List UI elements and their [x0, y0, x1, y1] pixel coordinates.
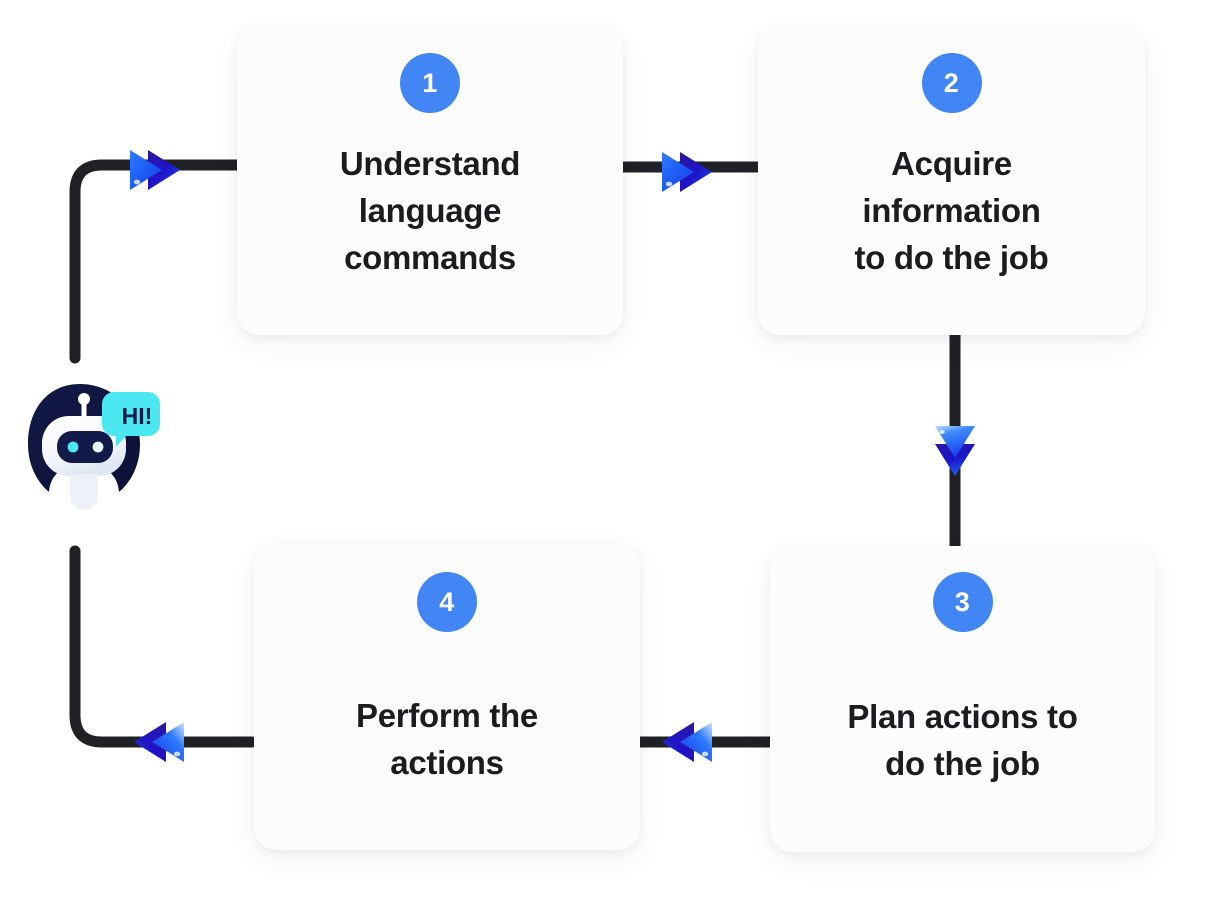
- step-card-3[interactable]: 3 Plan actions to do the job: [770, 546, 1155, 852]
- robot-torso: [70, 474, 98, 510]
- step-title-3: Plan actions to do the job: [847, 698, 1078, 782]
- arrow-left-icon-3-4: [654, 710, 718, 774]
- chatbot-robot-mascot: HI!: [8, 378, 160, 518]
- robot-antenna-tip: [78, 393, 90, 405]
- robot-speech-bubble: [102, 392, 160, 447]
- arrow-right-icon-entry: [124, 138, 188, 202]
- step-number-badge-4: 4: [417, 572, 477, 632]
- step-title-1: Understand language commands: [339, 145, 521, 276]
- step-number-badge-2: 2: [921, 53, 982, 113]
- step-card-1[interactable]: 1 Understand language commands: [237, 27, 623, 335]
- step-card-4[interactable]: 4 Perform the actions: [254, 543, 640, 850]
- robot-eye-left: [67, 441, 79, 453]
- arrow-down-icon-2-3: [923, 420, 987, 484]
- step-number-badge-3: 3: [932, 572, 993, 632]
- arrow-right-icon-1-2: [656, 140, 720, 204]
- step-number-badge-1: 1: [400, 53, 460, 113]
- robot-visor: [57, 431, 113, 463]
- robot-speech-text: HI!: [122, 403, 153, 429]
- arrow-left-icon-4-mascot: [126, 710, 190, 774]
- step-title-2: Acquire information to do the job: [854, 145, 1049, 276]
- step-title-4: Perform the actions: [356, 697, 538, 781]
- robot-eye-right: [92, 441, 104, 453]
- step-card-2[interactable]: 2 Acquire information to do the job: [758, 27, 1145, 335]
